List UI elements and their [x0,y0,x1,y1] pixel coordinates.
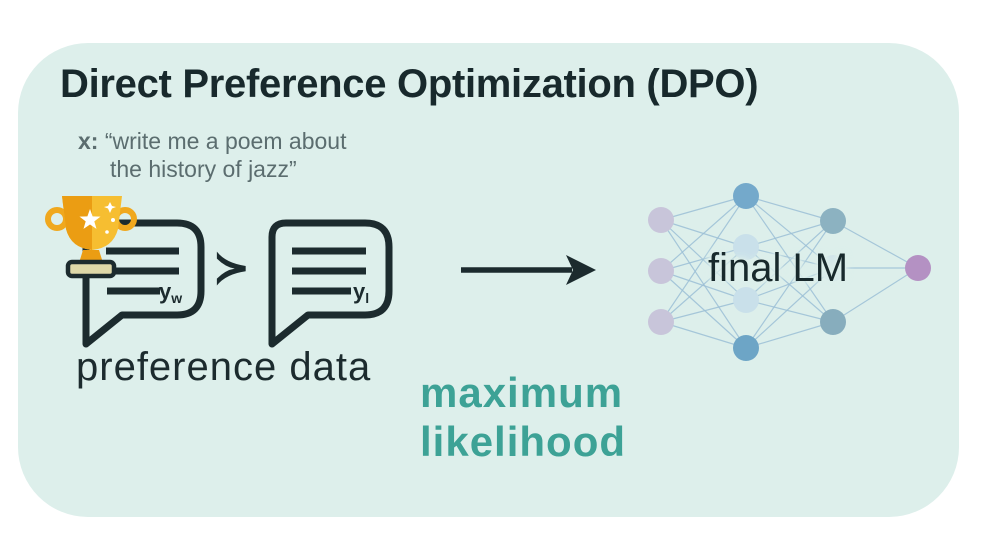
trophy-icon [45,196,137,279]
maximum-likelihood-line-2: likelihood [420,418,627,465]
network-node [820,208,846,234]
network-edge [832,220,919,269]
trophy-sparkle-dot [105,230,109,234]
network-edge [745,220,834,349]
network-edge [660,270,747,301]
network-node [733,234,759,260]
network-edge [660,299,747,323]
loser-speech-bubble [268,219,393,348]
winner-response-label: yw [159,279,182,306]
network-edge [660,270,747,349]
network-node [905,255,931,281]
network-edge [832,267,919,323]
network-edge [660,195,747,272]
network-edge [745,195,834,269]
network-edge [745,220,834,248]
network-edge [745,220,834,301]
network-edge [745,299,834,323]
network-edge [660,246,747,323]
loser-var-subscript: l [365,290,370,306]
prompt-variable: x: [78,128,99,154]
loser-var: y [353,279,366,304]
trophy-cup-shade [62,196,92,250]
network-edge [745,195,834,323]
network-node [648,258,674,284]
trophy-left-handle [45,207,69,231]
loser-response-label: yl [353,279,369,306]
network-edge [660,321,747,349]
network-edge [745,267,834,349]
loser-bubble-outline [268,219,393,348]
maximum-likelihood-label: maximum likelihood [420,368,626,466]
network-edge [660,195,747,221]
arrow-icon [461,255,596,285]
network-edge [660,195,747,323]
prompt-text-1: “write me a poem about [104,128,347,154]
network-node [820,255,846,281]
final-lm-label: final LM [707,246,849,290]
network-node [733,335,759,361]
trophy-star [79,209,101,229]
prompt-line-2: the history of jazz” [110,156,297,182]
trophy-base [65,259,117,279]
winner-var: y [159,279,172,304]
network-node [648,309,674,335]
neural-network [648,183,931,361]
network-node [733,287,759,313]
network-edge [745,195,834,222]
network-node [648,207,674,233]
maximum-likelihood-line-1: maximum [420,369,624,416]
arrow-head [566,255,596,285]
figure-card [18,43,959,517]
network-node [733,183,759,209]
network-edge [745,321,834,349]
trophy-sparkle [104,202,116,213]
preference-data-caption: preference data [76,345,372,389]
network-node [820,309,846,335]
winner-var-subscript: w [171,290,183,306]
prompt-line-1: x: “write me a poem about [78,128,346,155]
figure-title: Direct Preference Optimization (DPO) [60,62,759,106]
trophy-sparkle-dot [111,218,115,222]
preference-succeeds-symbol: ≻ [212,240,251,294]
network-edge [745,246,834,269]
